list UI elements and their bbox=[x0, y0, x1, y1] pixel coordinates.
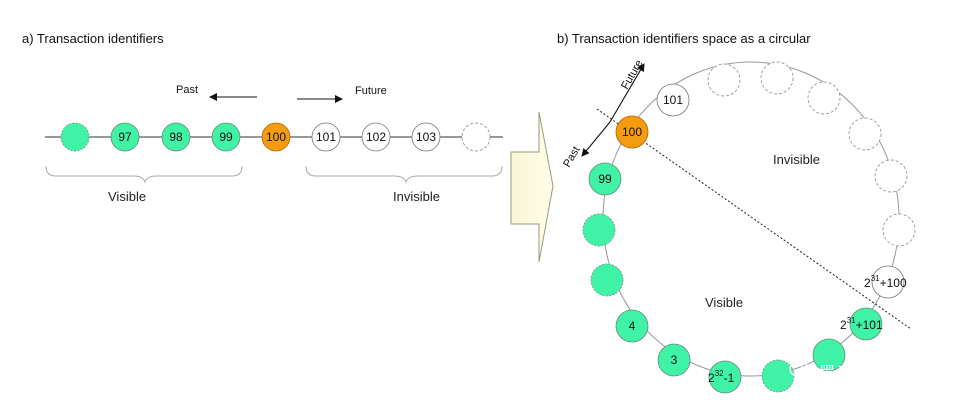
timeline-node-label: 98 bbox=[169, 130, 183, 144]
ring-node-label: 100 bbox=[622, 125, 642, 139]
timeline-node-label: 100 bbox=[266, 130, 286, 144]
panel-a-invisible-label: Invisible bbox=[393, 189, 440, 204]
ring-node-label: 231+100 bbox=[864, 274, 907, 290]
ring-node-2-31-plus-100: 231+100 bbox=[864, 265, 907, 299]
ring-past-arrow bbox=[581, 121, 611, 157]
ring-node-99: 99 bbox=[588, 162, 622, 196]
ring-node-label: 231+101 bbox=[840, 316, 883, 332]
ring-node-label: 232-1 bbox=[708, 369, 735, 385]
timeline-nodes: 97 98 99 100 101 102 103 bbox=[60, 122, 491, 152]
ring-node-4: 4 bbox=[615, 309, 649, 343]
ring-node-label: 3 bbox=[671, 353, 678, 367]
panel-b-future-label: Future bbox=[619, 58, 645, 92]
ring-invisible-nodes bbox=[707, 61, 916, 247]
watermark: 墨香溪的溪 bbox=[789, 360, 908, 385]
timeline-node-102: 102 bbox=[361, 122, 391, 152]
ring-node-visible bbox=[582, 213, 616, 247]
invisible-bracket bbox=[305, 165, 503, 184]
ring-visible-nodes: 99 4 3 232-1 231+101 bbox=[582, 162, 883, 394]
ring-node-visible bbox=[761, 359, 795, 393]
ring-node-future bbox=[874, 159, 908, 193]
ring-node-2-31-plus-101: 231+101 bbox=[840, 307, 883, 341]
ring-node-visible bbox=[812, 338, 846, 372]
watermark-text: 墨香溪的溪 bbox=[818, 364, 908, 385]
ring-node-101: 101 bbox=[656, 83, 690, 117]
ring-node-label: 99 bbox=[598, 172, 612, 186]
timeline-node-99: 99 bbox=[211, 122, 241, 152]
panel-a-visible-label: Visible bbox=[108, 189, 146, 204]
ring-node-future bbox=[848, 117, 882, 151]
wechat-icon bbox=[789, 360, 816, 382]
ring-node-future bbox=[760, 61, 794, 95]
ring-node-future bbox=[807, 81, 841, 115]
ring-node-label: 4 bbox=[629, 319, 636, 333]
timeline-node-103: 103 bbox=[411, 122, 441, 152]
ring-node-3: 3 bbox=[657, 343, 691, 377]
timeline-node-future-faded bbox=[461, 122, 491, 152]
timeline-node-label: 101 bbox=[316, 130, 336, 144]
panel-b-visible-label: Visible bbox=[705, 295, 743, 310]
panel-a-future-label: Future bbox=[355, 85, 387, 97]
panel-b-title: b) Transaction identifiers space as a ci… bbox=[557, 31, 811, 46]
timeline-node-label: 97 bbox=[118, 130, 132, 144]
timeline-node-98: 98 bbox=[161, 122, 191, 152]
timeline-node-97: 97 bbox=[110, 122, 140, 152]
timeline-node-101: 101 bbox=[311, 122, 341, 152]
panel-a-title: a) Transaction identifiers bbox=[22, 31, 164, 46]
visible-bracket bbox=[45, 165, 243, 184]
timeline-node-label: 102 bbox=[366, 130, 386, 144]
panel-b-invisible-label: Invisible bbox=[773, 152, 820, 167]
ring-node-future bbox=[882, 213, 916, 247]
ring-future-arrow bbox=[609, 63, 645, 123]
ring-node-100-current: 100 bbox=[615, 115, 649, 149]
ring-node-future bbox=[707, 63, 741, 97]
ring-node-visible bbox=[590, 263, 624, 297]
transition-arrow bbox=[510, 111, 554, 263]
panel-a-past-label: Past bbox=[176, 84, 198, 96]
ring-node-2-32-minus-1: 232-1 bbox=[708, 360, 742, 394]
timeline-node-100-current: 100 bbox=[261, 122, 291, 152]
timeline-node-label: 99 bbox=[219, 130, 233, 144]
timeline-node-visible-faded bbox=[60, 122, 90, 152]
ring-node-label: 101 bbox=[663, 93, 683, 107]
panel-b-past-label: Past bbox=[561, 144, 582, 169]
timeline-node-label: 103 bbox=[416, 130, 436, 144]
